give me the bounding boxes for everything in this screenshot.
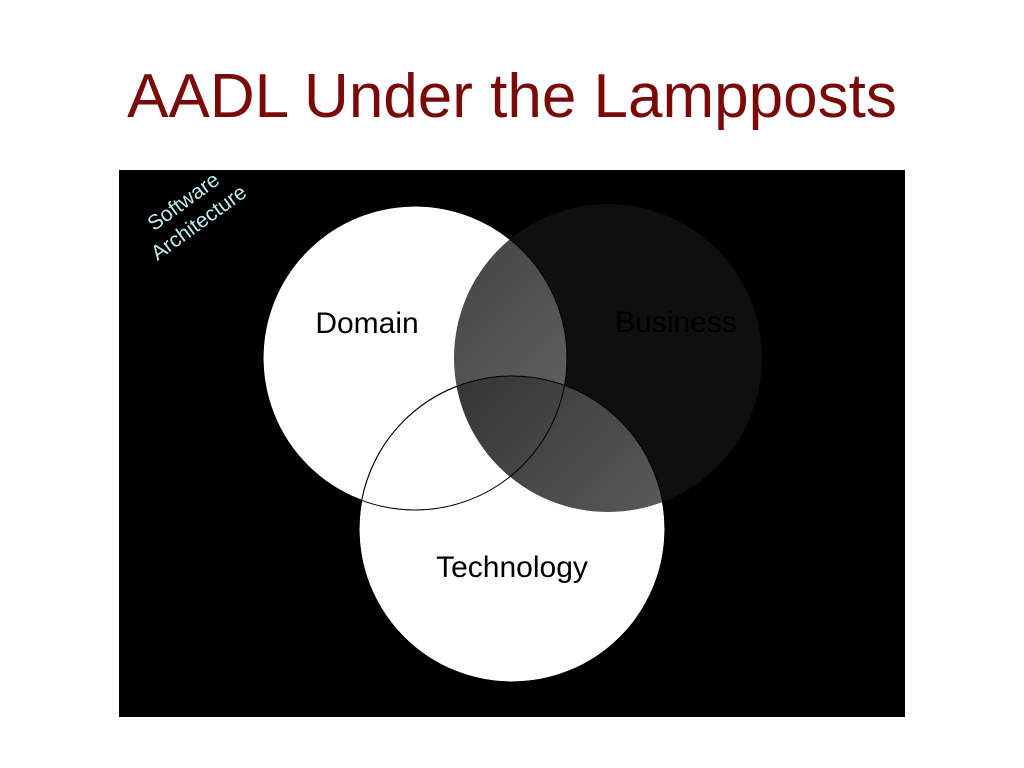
venn-diagram-panel: Domain Business Technology Software Arch…	[119, 170, 905, 717]
venn-diagram: Domain Business Technology Software Arch…	[119, 170, 905, 717]
business-overlap-region	[454, 206, 665, 512]
technology-label: Technology	[436, 551, 588, 584]
domain-label: Domain	[315, 307, 418, 340]
business-label: Business	[615, 306, 737, 339]
slide-title: AADL Under the Lampposts	[127, 62, 897, 131]
